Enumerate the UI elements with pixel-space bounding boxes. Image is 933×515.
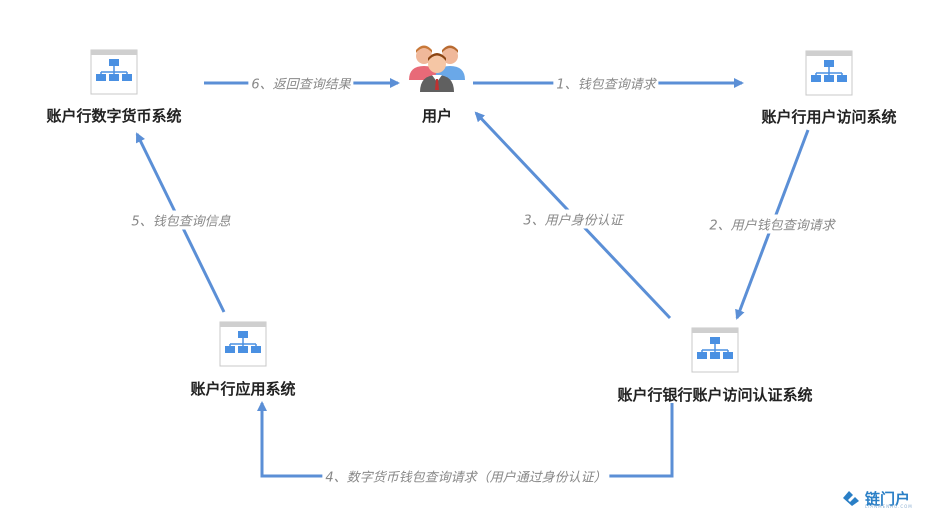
node-bank-auth-system: 账户行银行账户访问认证系统 bbox=[617, 386, 813, 404]
edge-label-6: 6、返回查询结果 bbox=[248, 73, 354, 93]
system-icon-user-access bbox=[805, 50, 853, 96]
arrow-4 bbox=[257, 401, 674, 478]
logo-mark-icon bbox=[843, 491, 859, 506]
edge-label-2: 2、用户钱包查询请求 bbox=[706, 214, 838, 234]
node-digital-currency-system: 账户行数字货币系统 bbox=[46, 107, 182, 125]
node-user: 用户 bbox=[421, 107, 453, 125]
system-icon-application bbox=[219, 321, 267, 367]
edge-label-3: 3、用户身份认证 bbox=[520, 209, 626, 229]
node-user-access-system: 账户行用户访问系统 bbox=[761, 108, 897, 126]
system-icon-bank-auth bbox=[691, 327, 739, 373]
node-application-system: 账户行应用系统 bbox=[190, 380, 296, 398]
logo-text: 链门户 bbox=[865, 490, 911, 508]
edge-label-1: 1、钱包查询请求 bbox=[553, 73, 659, 93]
edge-label-5: 5、钱包查询信息 bbox=[128, 210, 234, 230]
system-icon-digital-currency bbox=[90, 49, 138, 95]
logo-subtext: LIANMENHU.COM bbox=[865, 504, 913, 509]
edge-label-4: 4、数字货币钱包查询请求（用户通过身份认证） bbox=[322, 466, 610, 486]
users-icon bbox=[409, 45, 465, 92]
watermark-logo: 链门户 LIANMENHU.COM bbox=[841, 487, 921, 509]
